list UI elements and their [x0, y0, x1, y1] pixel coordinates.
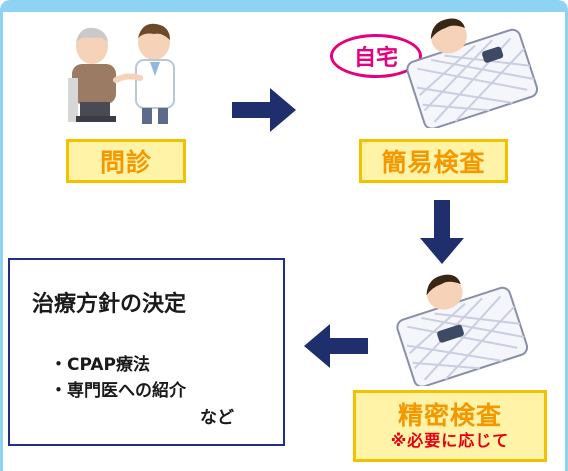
plan-item-referral: ・専門医への紹介 [50, 381, 186, 401]
treatment-plan-box: 治療方針の決定 ・CPAP療法 ・専門医への紹介 など [8, 258, 285, 446]
arrow-left-icon [304, 324, 368, 368]
sleeping-person-test-icon [396, 274, 529, 386]
step-interview-label: 問診 [66, 139, 186, 183]
step-detailed-test-label: 精密検査 ※必要に応じて [353, 390, 547, 462]
doctor-consultation-icon [68, 23, 175, 124]
plan-item-etc: など [200, 408, 234, 428]
treatment-plan-title: 治療方針の決定 [32, 292, 187, 317]
plan-item-cpap: ・CPAP療法 [50, 355, 150, 375]
arrow-right-icon [232, 88, 296, 132]
step-simple-test-label: 簡易検査 [359, 139, 508, 183]
detailed-test-title: 精密検査 [397, 401, 502, 430]
sleeping-person-home-icon [406, 18, 539, 128]
arrow-down-icon [420, 200, 464, 264]
detailed-test-note: ※必要に応じて [390, 431, 510, 450]
